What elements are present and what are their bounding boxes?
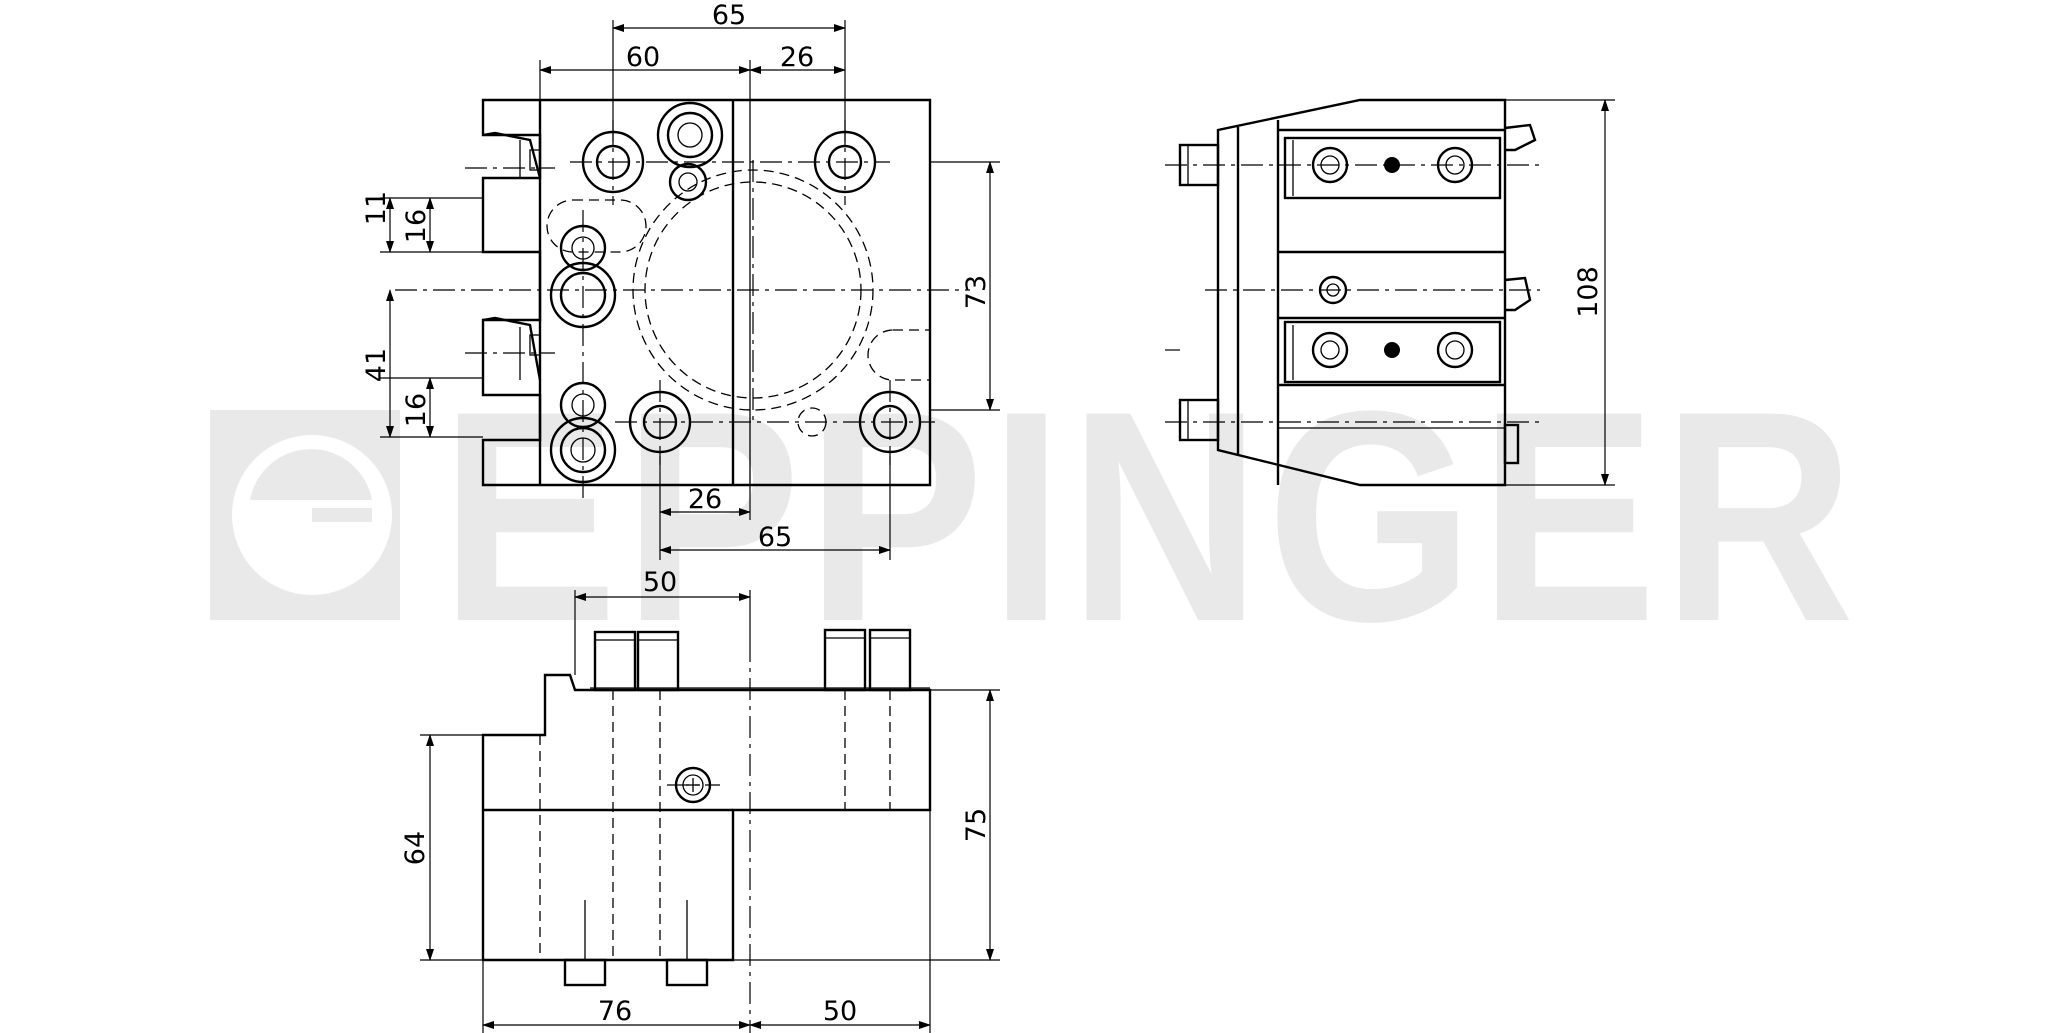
side-view-dimensions: 108 xyxy=(1505,99,1615,486)
side-view xyxy=(1165,98,1540,487)
front-view xyxy=(481,628,932,1033)
dim-65-top: 65 xyxy=(712,0,746,31)
dim-16-upper: 16 xyxy=(401,209,432,243)
dim-16-lower: 16 xyxy=(401,393,432,427)
dim-26-bottom: 26 xyxy=(688,484,722,515)
front-view-dimensions: 50 64 75 76 50 xyxy=(400,567,1000,1033)
dim-108: 108 xyxy=(1573,266,1604,318)
dim-11: 11 xyxy=(361,191,392,225)
dim-60: 60 xyxy=(626,42,660,73)
top-view xyxy=(395,98,970,500)
dim-50-bottom: 50 xyxy=(823,996,857,1027)
watermark-logo xyxy=(210,410,400,620)
dim-41: 41 xyxy=(361,348,392,382)
dim-26-top: 26 xyxy=(780,42,814,73)
dim-64: 64 xyxy=(400,831,431,865)
dim-65-bottom: 65 xyxy=(758,522,792,553)
top-view-dimensions: 65 60 26 11 16 41 16 73 26 65 xyxy=(361,0,1000,560)
dim-76: 76 xyxy=(598,996,632,1027)
dim-50-top: 50 xyxy=(643,567,677,598)
watermark-text: EPPINGER xyxy=(440,348,1860,684)
dim-73: 73 xyxy=(961,275,992,309)
dim-75: 75 xyxy=(961,808,992,842)
